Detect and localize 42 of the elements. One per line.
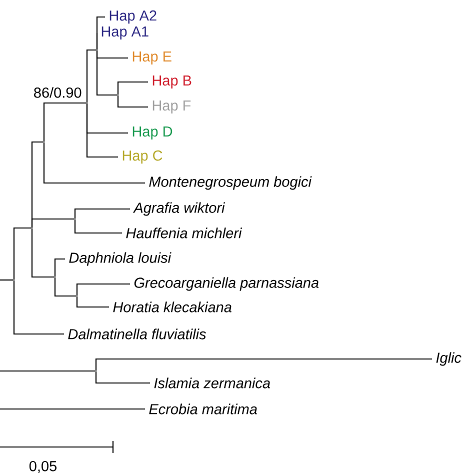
haplotype-label: Hap C [122, 150, 162, 164]
branch-line [74, 208, 130, 218]
scale-label: 0,05 [29, 461, 56, 473]
branch-line [0, 370, 96, 372]
branch-line [31, 228, 54, 278]
branch-line [95, 358, 432, 370]
haplotype-label: Hap D [132, 126, 172, 140]
species-label: Horatia klecakiana [113, 302, 232, 312]
branch-line [31, 218, 74, 228]
branch-line [76, 296, 109, 308]
branch-line [54, 258, 65, 276]
species-label: Hauffenia michleri [126, 228, 242, 238]
species-label: Iglic [436, 352, 462, 366]
branch-line [54, 278, 76, 297]
branch-line [117, 81, 148, 94]
species-label: Montenegrospeum bogici [149, 176, 312, 190]
haplotype-label: Hap E [132, 52, 172, 64]
species-label: Dalmatinella fluviatilis [68, 328, 206, 340]
branch-line [13, 227, 32, 280]
branch-line [86, 104, 118, 158]
haplotype-label: Hap F [152, 100, 191, 114]
species-label: Islamia zermanica [154, 378, 270, 388]
haplotype-label: Hap A1 [102, 26, 148, 40]
support-value: 86/0.90 [34, 87, 82, 98]
branch-line [74, 220, 122, 234]
species-label: Daphniola louisi [69, 252, 172, 266]
branch-line [0, 408, 145, 410]
branch-line [96, 50, 118, 96]
haplotype-label: Hap B [152, 76, 192, 88]
species-label: Ecrobia maritima [149, 404, 257, 414]
branch-line [95, 372, 150, 384]
haplotype-label: Hap A2 [110, 10, 156, 24]
branch-line [0, 279, 14, 281]
branch-line [86, 49, 96, 102]
species-label: Grecoarganiella parnassiana [134, 277, 319, 291]
branch-line [76, 283, 130, 296]
branch-line [96, 33, 98, 50]
branch-line [43, 102, 86, 142]
branch-line [13, 280, 64, 335]
branch-line [117, 96, 148, 108]
species-label: Agrafia wiktori [132, 202, 226, 216]
branch-line [43, 142, 145, 184]
